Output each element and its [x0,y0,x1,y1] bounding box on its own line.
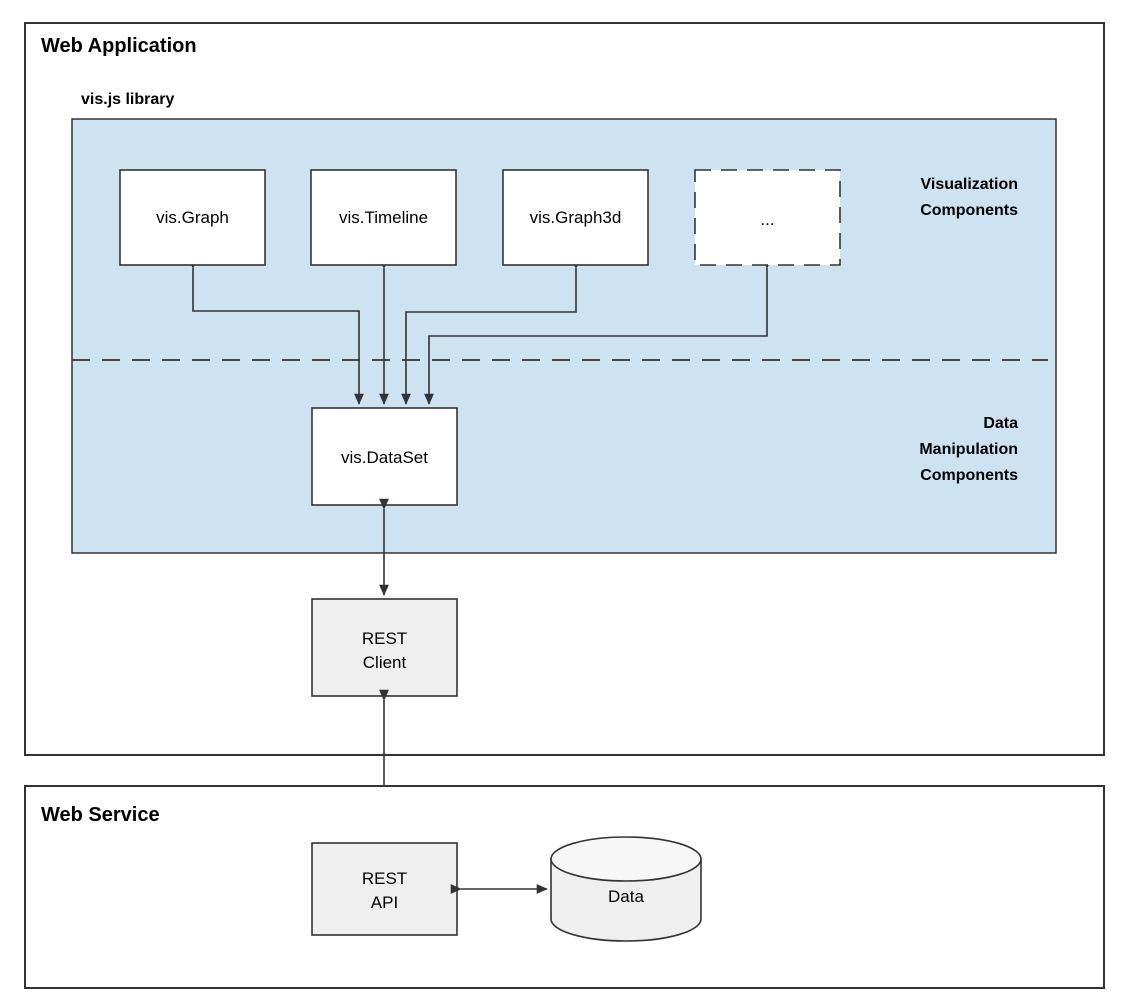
label-data-manipulation-line2: Manipulation [919,441,1018,458]
node-data-store-top[interactable] [550,836,702,882]
node-vis-more[interactable]: ... [694,169,841,266]
label-visualization-components-line1: Visualization [920,176,1018,193]
panel-title-web-application: Web Application [41,35,197,57]
node-rest-api-box[interactable] [311,842,458,936]
node-rest-api-label-line1: REST [362,869,407,888]
node-vis-graph3d[interactable]: vis.Graph3d [502,169,649,266]
node-vis-dataset-box[interactable] [311,407,458,506]
node-vis-dataset[interactable]: vis.DataSet [311,407,458,506]
panel-title-web-service: Web Service [41,804,160,826]
node-vis-timeline-label: vis.Timeline [339,208,428,227]
node-vis-more-label: ... [760,210,774,229]
node-vis-graph[interactable]: vis.Graph [119,169,266,266]
node-vis-timeline-box[interactable] [310,169,457,266]
node-rest-client-label-line2: Client [363,653,407,672]
node-rest-client-label-line1: REST [362,629,407,648]
node-rest-client-box[interactable] [311,598,458,697]
connector-dataset-visgraph [188,257,364,405]
node-vis-more-box[interactable] [694,169,841,266]
node-vis-graph-box[interactable] [119,169,266,266]
node-rest-api-label-line2: API [371,893,398,912]
section-title-visjs-library: vis.js library [81,91,174,108]
node-data-store[interactable]: Data [550,836,702,942]
node-vis-timeline[interactable]: vis.Timeline [310,169,457,266]
connector-dataset-more [424,257,772,405]
label-visualization-components-line2: Components [920,202,1018,219]
label-data-manipulation-line3: Components [920,467,1018,484]
label-data-manipulation-line1: Data [983,415,1018,432]
node-rest-api[interactable]: REST API [311,842,458,936]
node-data-store-body[interactable] [550,858,702,942]
node-vis-dataset-label: vis.DataSet [341,448,428,467]
node-vis-graph3d-box[interactable] [502,169,649,266]
node-vis-graph-label: vis.Graph [156,208,229,227]
node-rest-client[interactable]: REST Client [311,598,458,697]
node-vis-graph3d-label: vis.Graph3d [530,208,622,227]
node-data-store-label: Data [608,887,644,906]
